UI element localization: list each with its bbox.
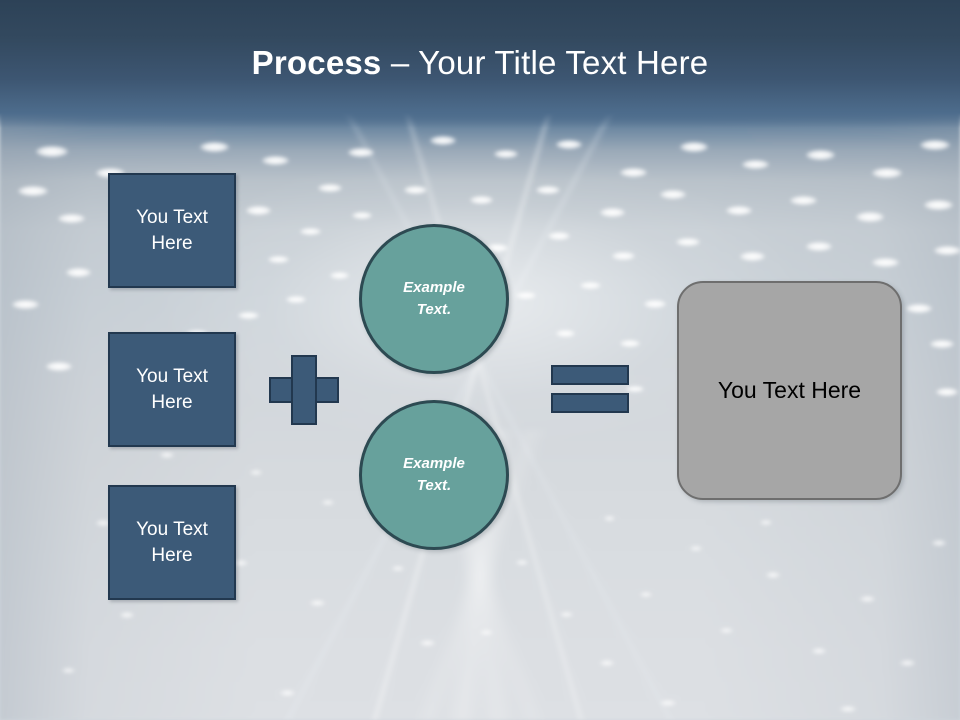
equals-icon <box>551 365 629 413</box>
page-title: Process – Your Title Text Here <box>0 44 960 82</box>
title-strong: Process <box>251 44 382 81</box>
title-band <box>0 0 960 128</box>
input-box-3-label: You Text Here <box>136 518 208 566</box>
plus-icon-center-fill <box>293 379 315 401</box>
input-box-2[interactable]: You Text Here <box>108 332 236 447</box>
plus-icon <box>269 355 339 425</box>
example-circle-2-label: Example Text. <box>403 454 465 495</box>
equals-icon-bottom-bar <box>551 393 629 413</box>
input-box-1-label: You Text Here <box>136 206 208 254</box>
equals-icon-top-bar <box>551 365 629 385</box>
input-box-1[interactable]: You Text Here <box>108 173 236 288</box>
example-circle-2[interactable]: Example Text. <box>359 400 509 550</box>
result-box-label: You Text Here <box>717 377 862 403</box>
title-rest: – Your Title Text Here <box>381 44 709 81</box>
example-circle-1-label: Example Text. <box>403 278 465 319</box>
input-box-3[interactable]: You Text Here <box>108 485 236 600</box>
example-circle-1[interactable]: Example Text. <box>359 224 509 374</box>
input-box-2-label: You Text Here <box>136 365 208 413</box>
result-box[interactable]: You Text Here <box>677 281 902 500</box>
